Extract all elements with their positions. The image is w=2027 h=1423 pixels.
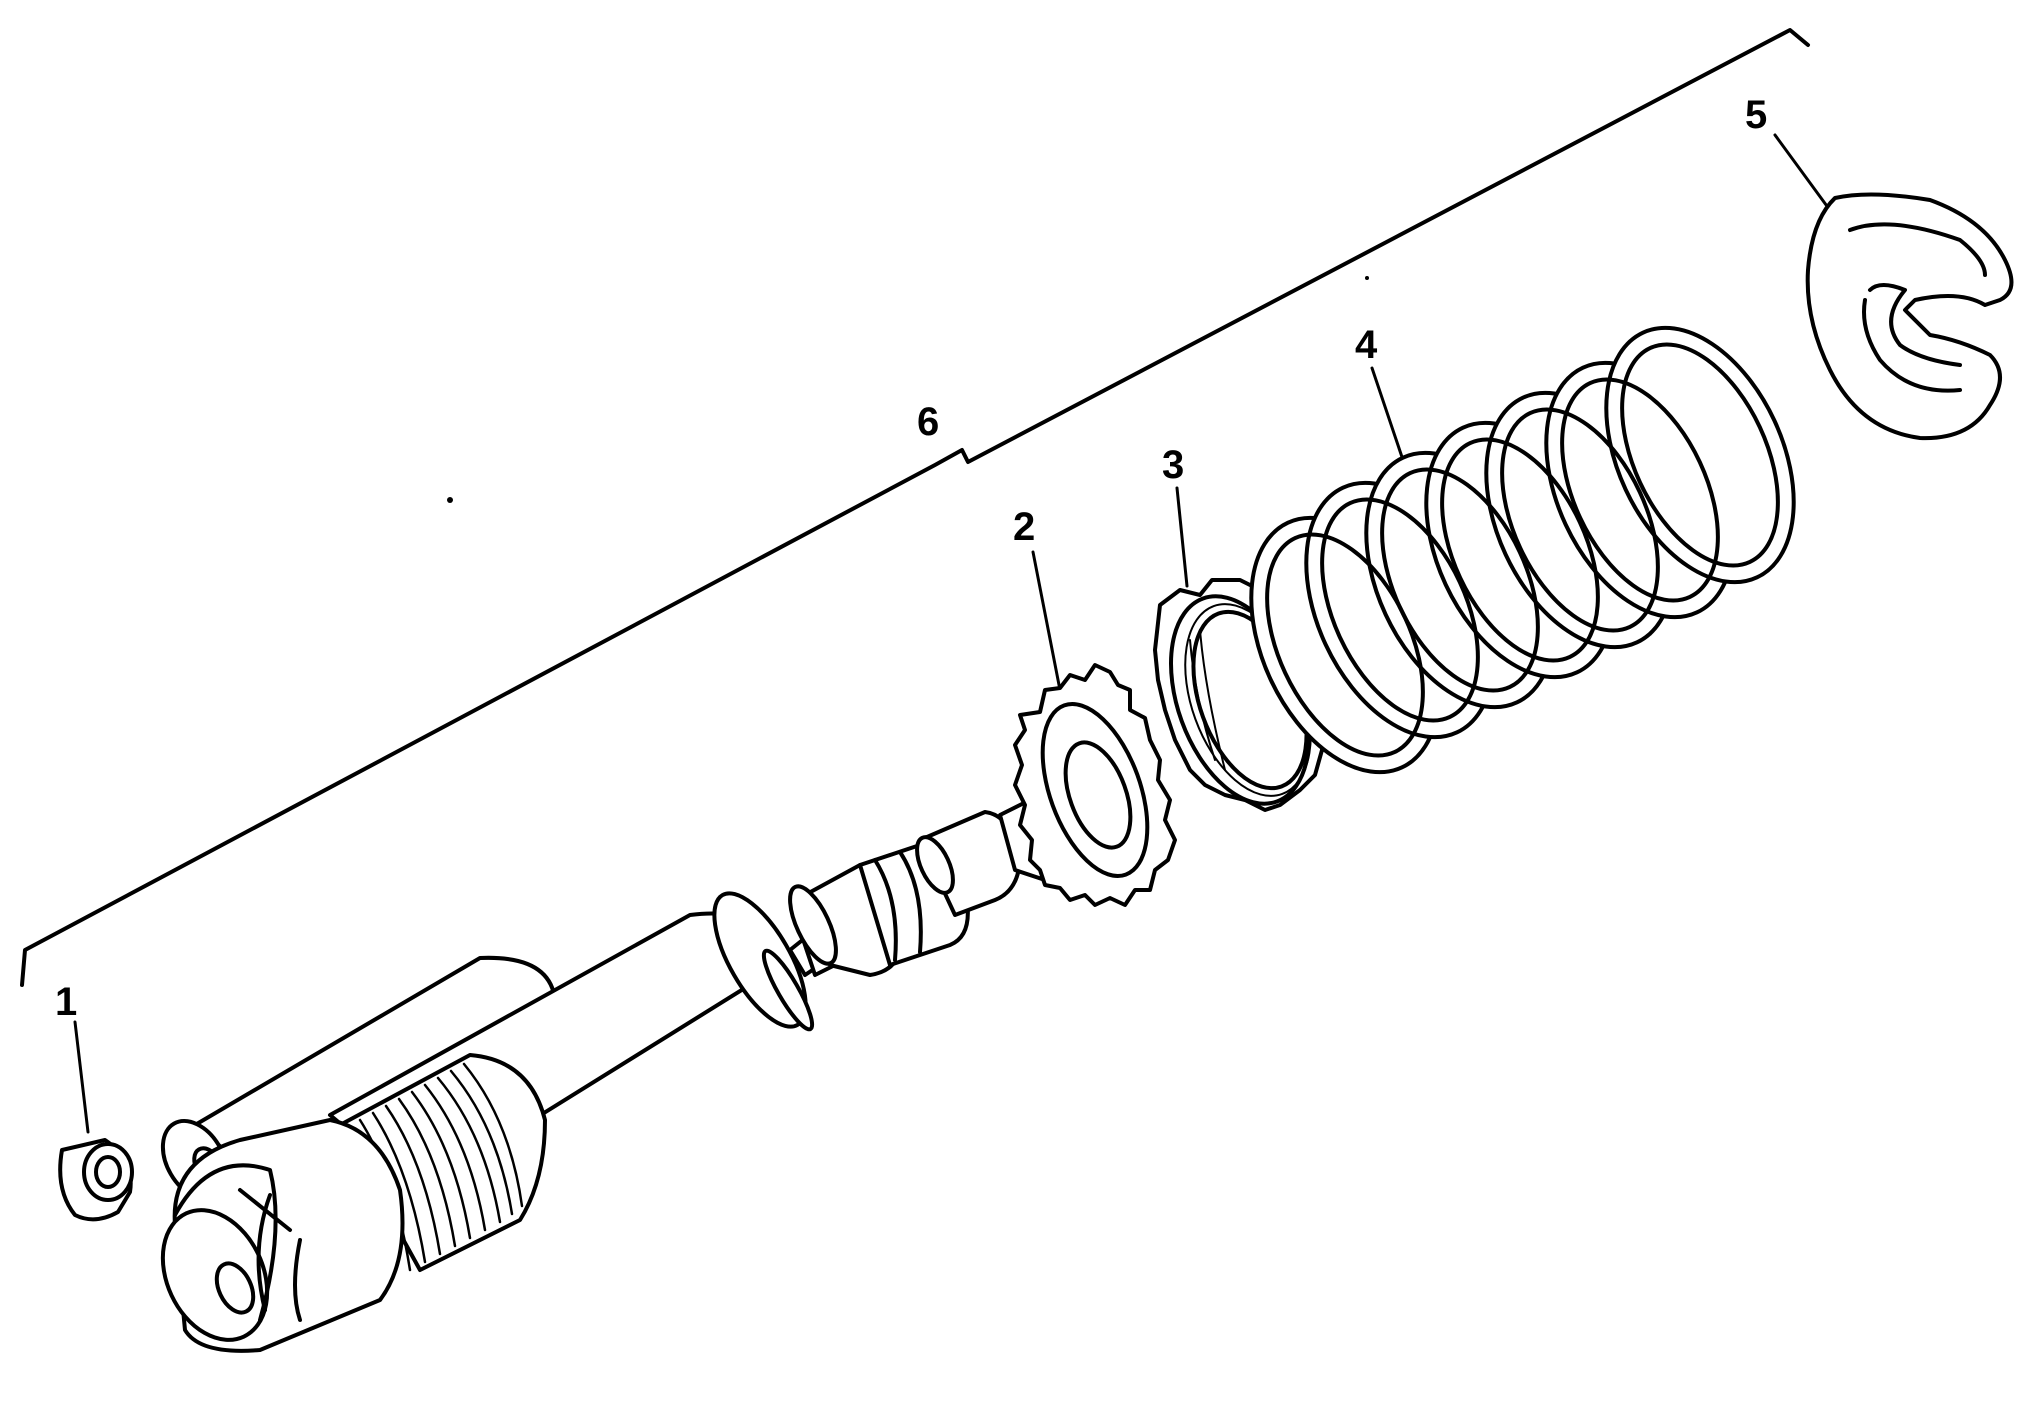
callout-6: 6 <box>917 400 939 444</box>
leader-lines <box>73 133 1834 1134</box>
assembly-bracket <box>20 28 1810 987</box>
stray-dot <box>1365 276 1369 280</box>
callout-labels: 1 2 3 4 5 6 <box>55 93 1767 1024</box>
callout-2: 2 <box>1013 505 1035 549</box>
part-4-coil-spring <box>1249 325 1796 775</box>
callout-5: 5 <box>1745 93 1767 137</box>
leader-line-5 <box>1773 133 1834 215</box>
callout-1: 1 <box>55 980 77 1024</box>
leader-line-3 <box>1175 486 1189 588</box>
stray-dot <box>447 497 453 503</box>
callout-3: 3 <box>1162 443 1184 487</box>
leader-line-2 <box>1031 550 1062 692</box>
callout-4: 4 <box>1355 323 1378 367</box>
part-6-damper-body <box>160 891 815 1353</box>
part-5-split-collar <box>1805 192 2014 441</box>
part-2-toothed-washer <box>1013 663 1177 907</box>
part-1-bushing <box>58 1138 134 1222</box>
leader-line-4 <box>1370 366 1407 468</box>
leader-line-1 <box>73 1020 90 1134</box>
